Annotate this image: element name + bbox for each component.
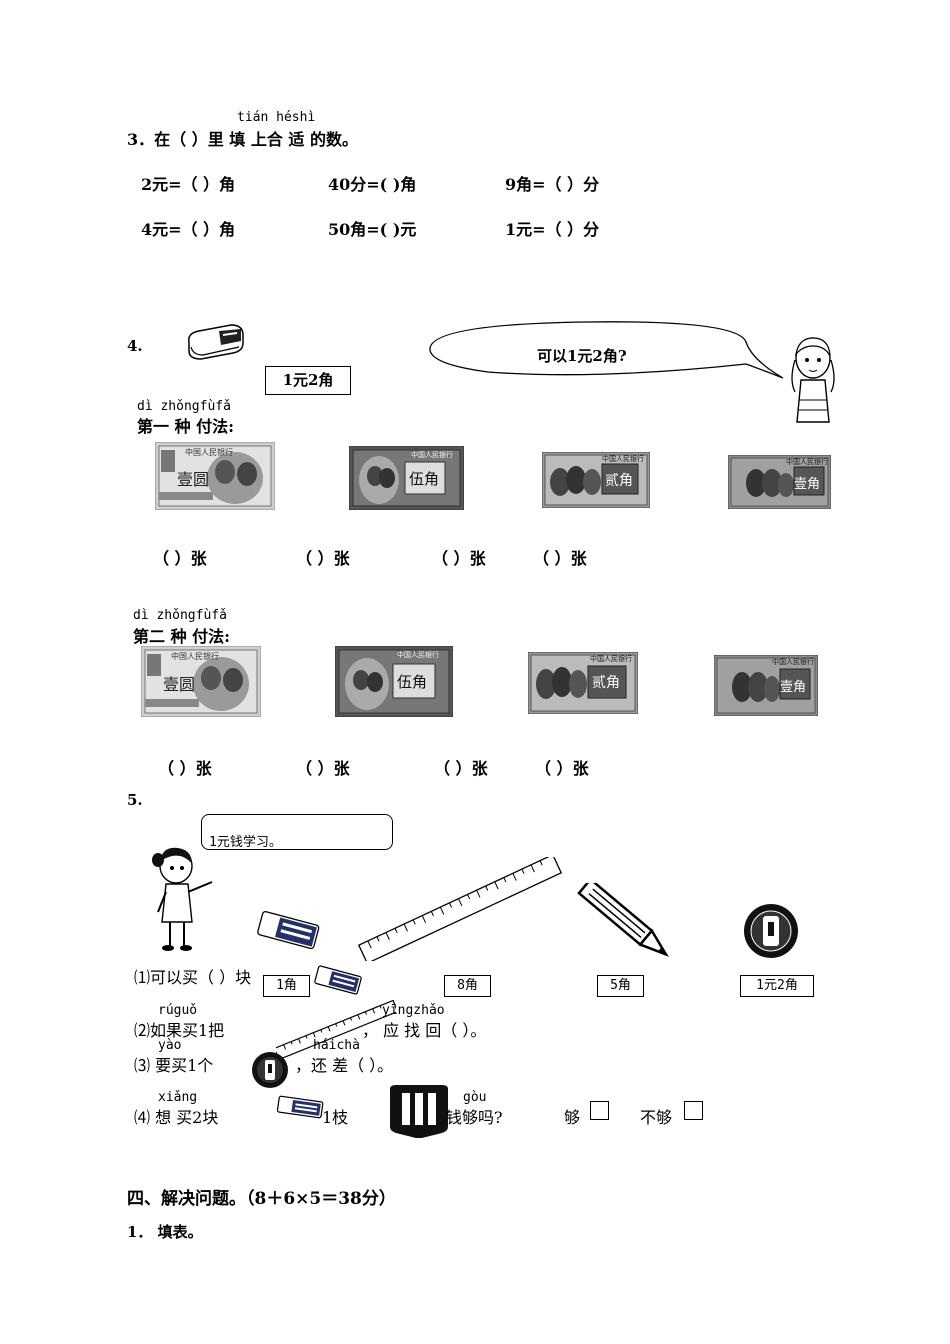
q5-sub4-text-a: ⑷ 想 买2块 [134,1108,219,1127]
q4-count-1-4: （ ）张 [533,549,587,568]
q3-item-3: 9角=（ ）分 [505,175,600,194]
q4-speech-text: 可以1元2角? [537,347,627,365]
eraser-icon [276,1095,324,1119]
banknote-header: 中国人民银行 [590,655,632,663]
banknote-denomination: 壹圆 [163,675,196,694]
q4-method1-pinyin: dì zhǒngfùfǎ [137,399,231,414]
pencil-icon [577,883,669,957]
banknote-header: 中国人民银行 [772,658,814,666]
banknote-denomination: 伍角 [409,470,440,488]
price-tag-sharpener: 1元2角 [740,975,814,997]
banknote-denomination: 贰角 [605,473,633,489]
sharpener-icon [744,904,798,958]
banknote-denomination: 壹圆 [177,470,210,489]
q4-count-2-2: （ ）张 [296,759,350,778]
banknote-denomination: 贰角 [592,675,620,691]
banknote-1-yuan: 中国人民银行 壹圆 [140,645,262,718]
q4-method2-label: 第二 种 付法: [133,627,231,646]
pencil-case-icon [390,1085,448,1138]
price-tag-ruler: 8角 [444,975,491,997]
q5-sub2-text-a: ⑵如果买1把 [134,1021,225,1040]
banknote-denomination: 伍角 [397,673,428,691]
q3-item-5: 50角=( )元 [328,220,417,239]
q5-sub2-pinyin-1: rúguǒ [158,1003,198,1018]
banknote-header: 中国人民银行 [786,458,828,466]
price-tag-pencil: 5角 [597,975,644,997]
q4-count-1-3: （ ）张 [432,549,486,568]
q4-count-2-1: （ ）张 [158,759,212,778]
q4-count-1-2: （ ）张 [296,549,350,568]
q4-count-2-4: （ ）张 [535,759,589,778]
q5-speech-box [201,814,393,850]
q4-speech-bubble [429,321,784,379]
q5-sub4-pinyin-2: gòu [463,1090,487,1105]
q3-title: 3．在（ ）里 填 上合 适 的数。 [127,130,358,149]
q3-item-6: 1元=（ ）分 [505,220,600,239]
q5-sub4-text-b: 1枝 [322,1108,349,1127]
q3-item-2: 40分=( )角 [328,175,417,194]
banknote-2-jiao: 中国人民银行 贰角 [541,451,651,509]
q5-sub3-text-a: ⑶ 要买1个 [134,1056,214,1075]
banknote-denomination: 壹角 [780,680,807,695]
q5-speech-text: 1元钱学习。 [209,835,282,850]
q5-sub3-pinyin-1: yào [158,1038,182,1053]
q3-item-4: 4元=（ ）角 [141,220,236,239]
enough-checkbox[interactable] [590,1101,609,1120]
banknote-1-yuan: 中国人民银行 壹圆 [154,441,276,511]
q5-sub4-pinyin-1: xiǎng [158,1090,198,1105]
q5-sub1-text: ⑴可以买（ ）块 [134,968,252,987]
q3-pinyin: tián héshì [237,110,316,125]
banknote-5-jiao: 中国人民银行 伍角 [348,445,465,511]
enough-label: 够 [564,1108,581,1127]
q5-sub3-text-b: ，还 差（ ）。 [295,1056,394,1075]
eraser-icon [187,324,244,360]
girl-figure-icon [791,337,835,423]
q5-sub2-pinyin-2: yīngzhǎo [382,1003,445,1018]
section4-title: 四、解决问题。（8＋6×5＝38分） [127,1189,396,1209]
banknote-denomination: 壹角 [794,477,821,492]
banknote-header: 中国人民银行 [602,455,644,463]
q4-number: 4. [127,337,143,355]
q4-price-tag: 1元2角 [265,366,351,395]
q3-item-1: 2元=（ ）角 [141,175,236,194]
q5-sub2-text-b: ， 应 找 回（ ）。 [362,1021,487,1040]
section4-item1: 1． 填表。 [127,1223,203,1241]
girl-pointing-icon [152,847,213,951]
q5-number: 5. [127,791,143,809]
banknote-5-jiao: 中国人民银行 伍角 [334,645,454,718]
ruler-icon [357,857,563,961]
q4-method1-label: 第一 种 付法: [137,417,235,436]
banknote-header: 中国人民银行 [185,448,233,457]
banknote-header: 中国人民银行 [397,651,439,659]
banknote-header: 中国人民银行 [411,451,453,459]
q5-sub4-text-c: 钱够吗? [446,1108,503,1127]
not-enough-checkbox[interactable] [684,1101,703,1120]
not-enough-label: 不够 [640,1108,673,1127]
q4-method2-pinyin: dì zhǒngfùfǎ [133,608,227,623]
sharpener-icon [252,1052,288,1088]
eraser-icon [257,910,320,950]
price-tag-eraser: 1角 [263,975,310,997]
q4-count-2-3: （ ）张 [434,759,488,778]
banknote-2-jiao: 中国人民银行 贰角 [527,651,639,715]
banknote-1-jiao: 中国人民银行 壹角 [727,454,832,510]
q5-sub3-pinyin-2: háichà [313,1038,360,1053]
eraser-icon [314,965,362,995]
q4-count-1-1: （ ）张 [153,549,207,568]
banknote-header: 中国人民银行 [171,652,219,661]
banknote-1-jiao: 中国人民银行 壹角 [713,654,819,717]
